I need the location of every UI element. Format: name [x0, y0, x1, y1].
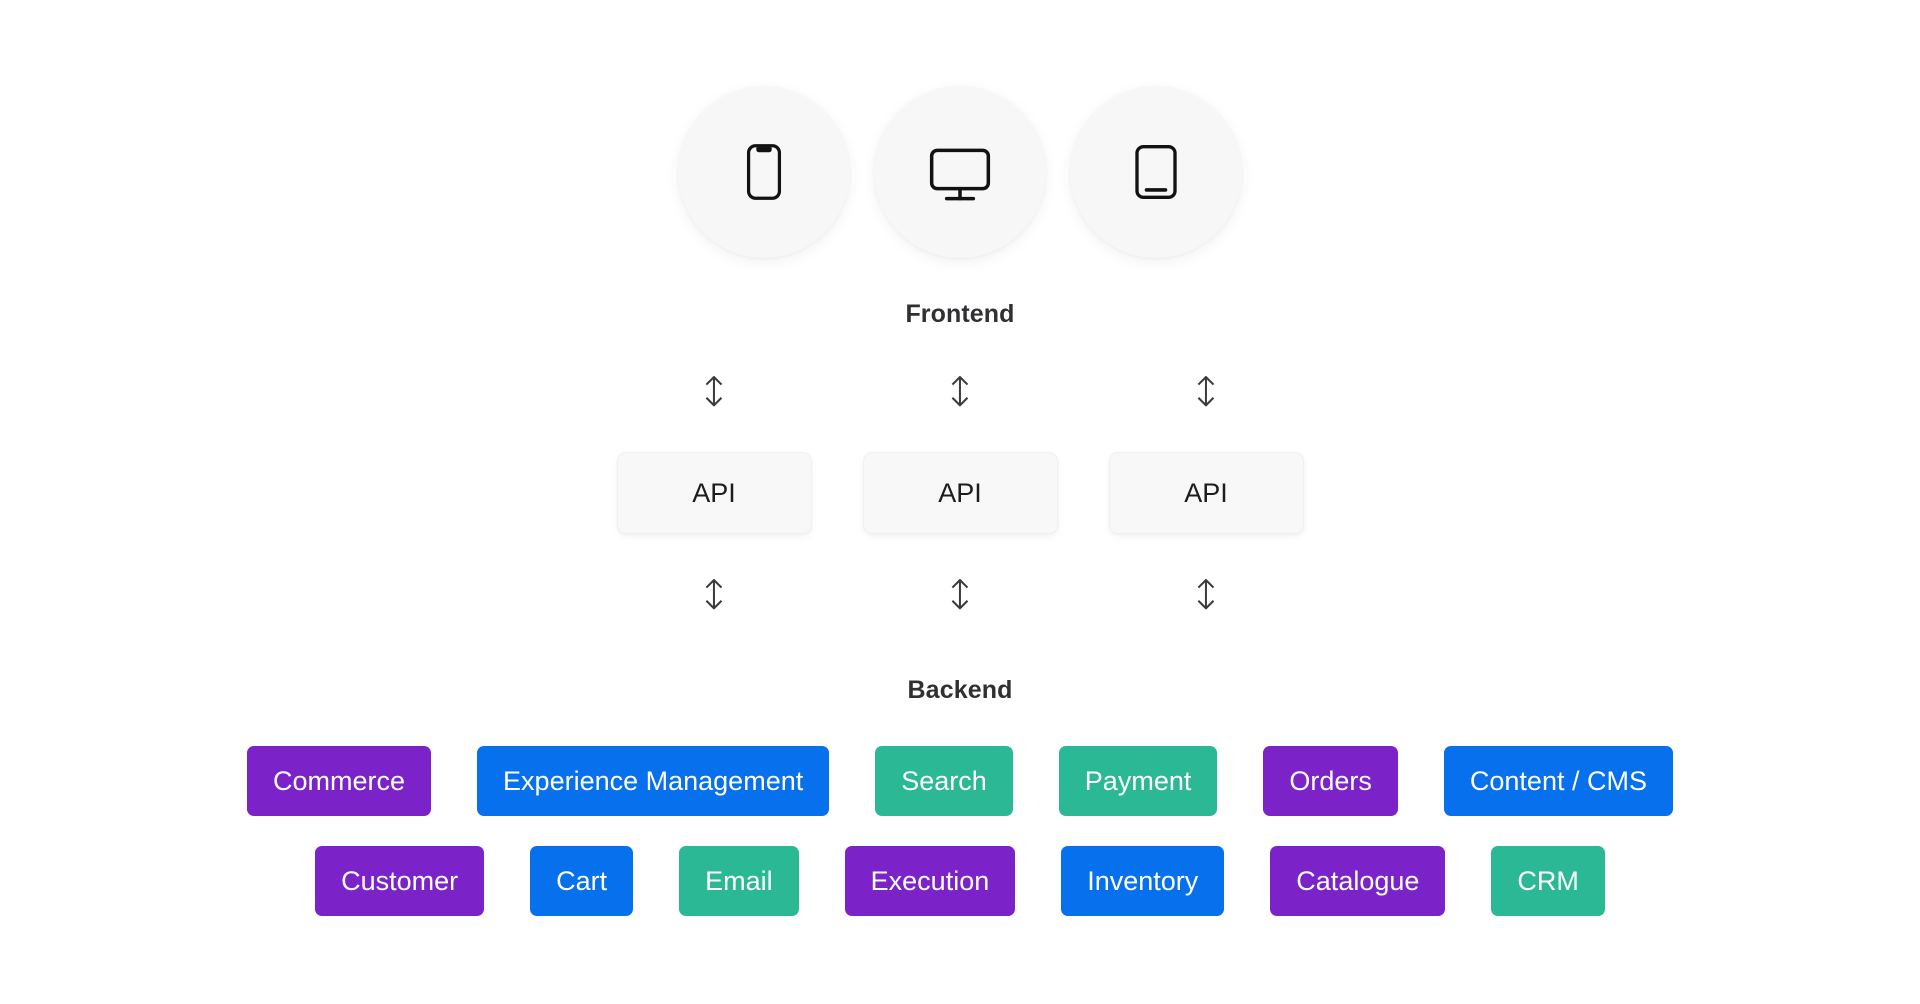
backend-service-pill[interactable]: Content / CMS: [1443, 746, 1673, 816]
backend-service-pill[interactable]: Email: [679, 846, 799, 916]
backend-service-row-2: Customer Cart Email Execution Inventory Catal…: [0, 846, 1920, 916]
backend-service-pill[interactable]: Orders: [1263, 746, 1398, 816]
backend-services: Commerce Experience Management Search Payme…: [0, 746, 1920, 916]
connector-slot: ↕: [837, 372, 1083, 413]
connector-slot: ↕: [591, 575, 837, 616]
smartphone-icon: [727, 135, 801, 209]
bidirectional-arrow-icon: ↕: [696, 368, 732, 416]
api-layer: API API API: [0, 452, 1920, 534]
desktop-device[interactable]: [874, 86, 1046, 258]
connector-slot: ↕: [837, 575, 1083, 616]
connector-slot: ↕: [1083, 372, 1329, 413]
backend-service-pill[interactable]: Commerce: [247, 746, 432, 816]
backend-section-label: Backend: [907, 676, 1013, 704]
backend-service-row-1: Commerce Experience Management Search Payme…: [0, 746, 1920, 816]
bidirectional-arrow-icon: ↕: [1188, 368, 1224, 416]
api-box[interactable]: API: [1108, 452, 1304, 534]
api-box[interactable]: API: [862, 452, 1058, 534]
backend-service-pill[interactable]: Customer: [315, 846, 485, 916]
connector-slot: ↕: [591, 372, 837, 413]
bidirectional-arrow-icon: ↕: [942, 368, 978, 416]
mobile-device[interactable]: [678, 86, 850, 258]
bidirectional-arrow-icon: ↕: [696, 571, 732, 619]
api-box[interactable]: API: [616, 452, 812, 534]
backend-service-pill[interactable]: CRM: [1491, 846, 1605, 916]
backend-service-pill[interactable]: Experience Management: [477, 746, 830, 816]
frontend-device-row: [0, 86, 1920, 258]
tablet-device[interactable]: [1070, 86, 1242, 258]
tablet-icon: [1118, 134, 1194, 210]
backend-service-pill[interactable]: Cart: [530, 846, 634, 916]
api-to-backend-connectors: ↕ ↕ ↕: [0, 575, 1920, 616]
backend-service-pill[interactable]: Catalogue: [1270, 846, 1446, 916]
backend-service-pill[interactable]: Search: [875, 746, 1013, 816]
frontend-to-api-connectors: ↕ ↕ ↕: [0, 372, 1920, 413]
bidirectional-arrow-icon: ↕: [1188, 571, 1224, 619]
backend-service-pill[interactable]: Execution: [844, 846, 1016, 916]
connector-slot: ↕: [1083, 575, 1329, 616]
desktop-monitor-icon: [920, 132, 1000, 212]
backend-service-pill[interactable]: Payment: [1058, 746, 1218, 816]
bidirectional-arrow-icon: ↕: [942, 571, 978, 619]
backend-service-pill[interactable]: Inventory: [1061, 846, 1225, 916]
frontend-section-label: Frontend: [905, 300, 1015, 328]
